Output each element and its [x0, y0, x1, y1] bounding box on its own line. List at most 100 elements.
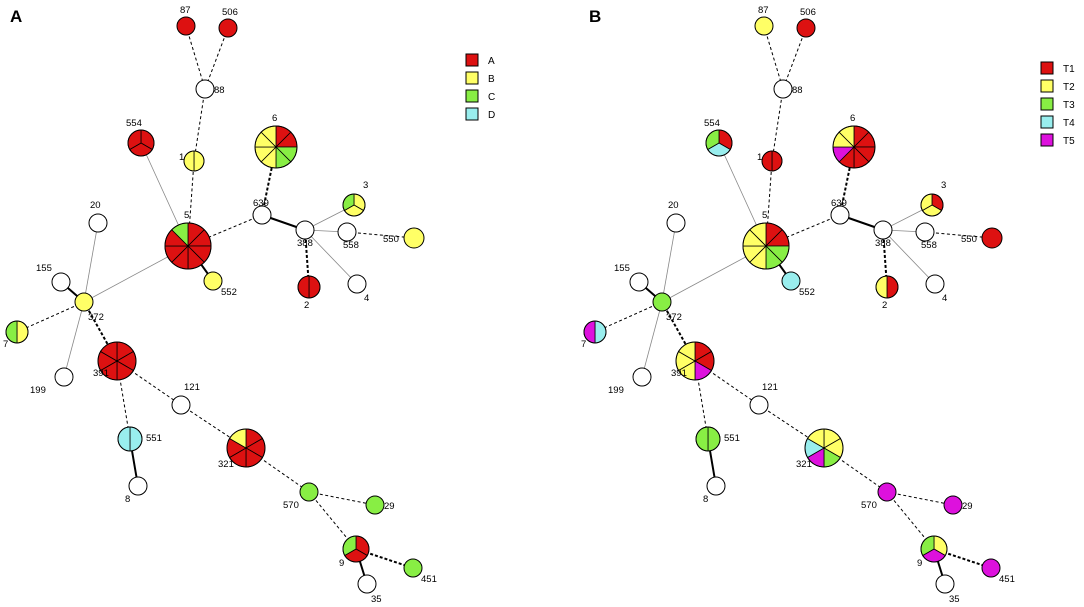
- panel-a-edge-372-7: [16, 301, 85, 333]
- panel-a-node-label-87: 87: [180, 5, 191, 16]
- panel-b-edge-372-20: [661, 222, 677, 303]
- panel-b-legend-swatch: [1040, 79, 1054, 93]
- panel-a-node-label-7: 7: [3, 339, 8, 350]
- panel-a-node-121: [171, 395, 191, 415]
- panel-a-node-label-551: 551: [146, 433, 162, 444]
- panel-b-node-label-87: 87: [758, 5, 769, 16]
- panel-b-node-label-35: 35: [949, 594, 960, 605]
- panel-b-edge-372-7: [594, 301, 663, 333]
- panel-b-node-1-slice: [771, 150, 783, 172]
- panel-a-node-391: [97, 341, 137, 381]
- panel-a-node-label-29: 29: [384, 501, 395, 512]
- panel-b-node-20: [666, 213, 686, 233]
- panel-b-node-88: [773, 79, 793, 99]
- panel-a-node-7: [5, 320, 29, 344]
- panel-b-node-199: [632, 367, 652, 387]
- panel-b-node-1: [761, 150, 783, 172]
- panel-b-node-121: [749, 395, 769, 415]
- panel-b-node-label-558: 558: [921, 240, 937, 251]
- panel-a-node-552: [203, 271, 223, 291]
- panel-b-node-label-7: 7: [581, 339, 586, 350]
- panel-b-legend-label: T2: [1063, 82, 1075, 93]
- panel-b-node-label-506: 506: [800, 7, 816, 18]
- panel-b-node-7-slice: [594, 320, 607, 344]
- panel-b-node-8: [706, 476, 726, 496]
- panel-b-node-551-slice: [707, 426, 721, 452]
- panel-a-node-506: [218, 18, 238, 38]
- panel-b-node-554: [705, 129, 733, 157]
- panel-a-node-5: [164, 222, 212, 270]
- panel-a-edge-372-20: [83, 222, 99, 303]
- panel-a-node-554: [127, 129, 155, 157]
- panel-b-node-label-554: 554: [704, 118, 720, 129]
- panel-a-node-155: [51, 272, 71, 292]
- panel-a-node-7-slice: [16, 320, 29, 344]
- panel-a-node-87: [176, 16, 196, 36]
- panel-a-legend-swatch: [465, 89, 479, 103]
- panel-b-node-29: [943, 495, 963, 515]
- panel-a-node-35: [357, 574, 377, 594]
- panel-b-node-label-2: 2: [882, 300, 887, 311]
- panel-a-node-550: [403, 227, 425, 249]
- panel-b-node-label-5: 5: [762, 210, 767, 221]
- panel-a-node-label-451: 451: [421, 574, 437, 585]
- panel-a-edge-87-88: [185, 25, 206, 90]
- panel-b-edge-87-88: [763, 25, 784, 90]
- panel-b-node-5: [742, 222, 790, 270]
- panel-b-edge-372-199: [641, 301, 663, 378]
- panel-b-node-2-slice: [886, 275, 899, 299]
- panel-b-node-639: [830, 205, 850, 225]
- panel-a-node-label-5: 5: [184, 210, 189, 221]
- panel-b-nodes: [583, 16, 1003, 594]
- panel-a-legend-item: A: [465, 53, 495, 67]
- panel-b-node-35: [935, 574, 955, 594]
- panel-b-node-87: [754, 16, 774, 36]
- panel-a-node-3: [342, 193, 366, 217]
- panel-b-node-6: [832, 125, 876, 169]
- panel-a-node-551-slice: [117, 426, 131, 452]
- panel-a-node-label-1: 1: [179, 152, 184, 163]
- panel-a-node-label-552: 552: [221, 287, 237, 298]
- panel-b-node-551-slice: [695, 426, 709, 452]
- panel-b-node-2-slice: [875, 275, 888, 299]
- panel-b-legend-item: T1: [1040, 61, 1075, 75]
- panel-a-legend-item: B: [465, 71, 495, 85]
- panel-b-edge-506-88: [782, 27, 807, 90]
- panel-b-legend-label: T1: [1063, 64, 1075, 75]
- panel-b-legend-swatch: [1040, 61, 1054, 75]
- panel-b-node-label-4: 4: [942, 293, 947, 304]
- panel-b-edge-88-1: [771, 88, 784, 162]
- panel-b-node-label-321: 321: [796, 459, 812, 470]
- panel-a-node-551: [117, 426, 143, 452]
- panel-a-node-label-199: 199: [30, 385, 46, 396]
- panel-a-node-88: [195, 79, 215, 99]
- panel-a-node-label-4: 4: [364, 293, 369, 304]
- panel-b-node-558: [915, 222, 935, 242]
- panel-a-node-label-639: 639: [253, 198, 269, 209]
- panel-a-node-label-391: 391: [93, 368, 109, 379]
- panel-b-node-2: [875, 275, 899, 299]
- panel-a-legend-swatch: [465, 53, 479, 67]
- panel-a-node-label-3: 3: [363, 180, 368, 191]
- panel-a-legend-swatch: [465, 71, 479, 85]
- panel-a-legend-label: D: [488, 110, 495, 121]
- panel-b-node-label-29: 29: [962, 501, 973, 512]
- panel-a-node-label-6: 6: [272, 113, 277, 124]
- panel-b-node-1-slice: [761, 150, 773, 172]
- panel-a-node-label-9: 9: [339, 558, 344, 569]
- panel-b-node-label-199: 199: [608, 385, 624, 396]
- panel-a-node-1-slice: [183, 150, 195, 172]
- panel-a-node-labels: 1234567892029358788121155199321372388391…: [3, 5, 437, 605]
- panel-a-node-label-155: 155: [36, 263, 52, 274]
- panel-a-edge-558-550: [346, 231, 415, 239]
- panel-a-node-label-321: 321: [218, 459, 234, 470]
- panel-b-node-label-3: 3: [941, 180, 946, 191]
- panel-a-node-451: [403, 558, 423, 578]
- panel-a-node-label-121: 121: [184, 382, 200, 393]
- panel-b-node-label-8: 8: [703, 494, 708, 505]
- panel-b-node-label-550: 550: [961, 234, 977, 245]
- panel-a-node-9: [342, 535, 370, 563]
- panel-b-node-label-451: 451: [999, 574, 1015, 585]
